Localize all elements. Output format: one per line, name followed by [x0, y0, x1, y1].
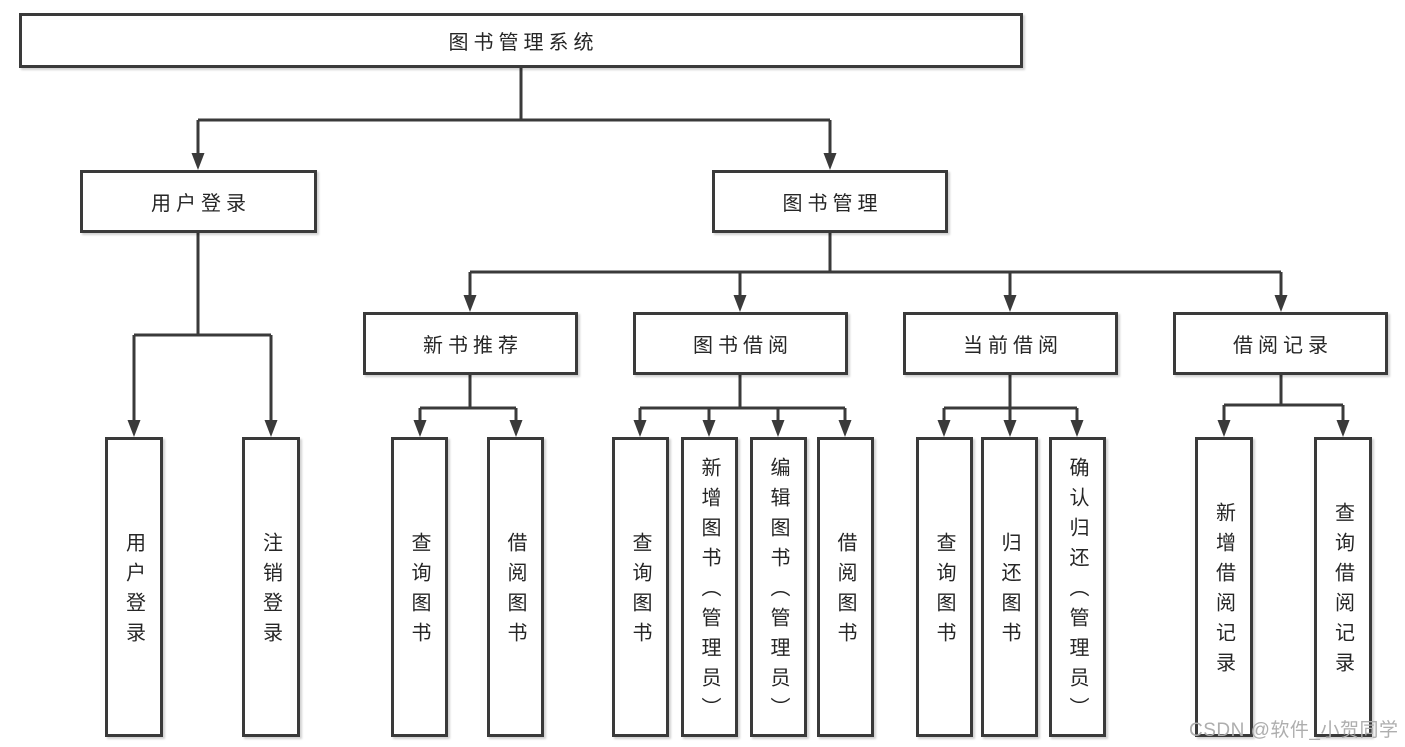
- node-label: 图书借阅: [693, 335, 793, 357]
- leaf-query-books-recommend: 查询图书: [391, 437, 448, 737]
- node-label: 新书推荐: [423, 335, 523, 357]
- arrowhead: [823, 153, 837, 170]
- connector-userlogin-to-leaves: [132, 233, 273, 421]
- arrowhead: [633, 420, 647, 437]
- leaf-borrow-books: 借阅图书: [817, 437, 874, 737]
- connector-borrowing-to-leaves: [638, 375, 847, 421]
- node-new-book-recommend: 新书推荐: [363, 312, 578, 375]
- arrowhead: [702, 420, 716, 437]
- arrowhead: [838, 420, 852, 437]
- leaf-user-login: 用户登录: [105, 437, 163, 737]
- arrowhead: [509, 420, 523, 437]
- connector-lines: [132, 68, 1345, 421]
- arrowhead: [1274, 295, 1288, 312]
- arrowheads: [127, 153, 1350, 437]
- node-label: 图书管理: [782, 193, 883, 215]
- leaf-query-borrow-record: 查询借阅记录: [1314, 437, 1372, 737]
- node-borrowing-records: 借阅记录: [1173, 312, 1388, 375]
- node-label: 图书管理系统: [448, 32, 599, 54]
- arrowhead: [1070, 420, 1084, 437]
- leaf-add-books-admin: 新增图书（管理员）: [681, 437, 738, 737]
- node-label: 编辑图书（管理员）: [767, 457, 789, 727]
- node-label: 注销登录: [259, 532, 282, 652]
- node-book-borrowing: 图书借阅: [633, 312, 848, 375]
- node-label: 新增借阅记录: [1212, 502, 1235, 682]
- leaf-add-borrow-record: 新增借阅记录: [1195, 437, 1253, 737]
- arrowhead: [191, 153, 205, 170]
- node-label: 借阅图书: [834, 532, 856, 652]
- node-book-management: 图书管理: [712, 170, 948, 233]
- leaf-confirm-return-admin: 确认归还（管理员）: [1049, 437, 1106, 737]
- node-label: 借阅记录: [1233, 335, 1333, 357]
- arrowhead: [463, 295, 477, 312]
- node-label: 确认归还（管理员）: [1066, 457, 1088, 727]
- arrowhead: [1336, 420, 1350, 437]
- leaf-query-books-current: 查询图书: [916, 437, 973, 737]
- arrowhead: [264, 420, 278, 437]
- arrowhead: [937, 420, 951, 437]
- csdn-watermark: CSDN @软件_小贺同学: [1189, 720, 1399, 741]
- node-label: 借阅图书: [504, 532, 526, 652]
- arrowhead: [771, 420, 785, 437]
- leaf-borrow-books-recommend: 借阅图书: [487, 437, 544, 737]
- connector-newbook-to-leaves: [418, 375, 518, 421]
- node-label: 查询图书: [408, 532, 430, 652]
- node-label: 查询图书: [629, 532, 651, 652]
- node-label: 查询图书: [933, 532, 955, 652]
- arrowhead: [1003, 295, 1017, 312]
- connector-records-to-leaves: [1222, 375, 1345, 421]
- arrowhead: [733, 295, 747, 312]
- node-label: 归还图书: [998, 532, 1020, 652]
- arrowhead: [1217, 420, 1231, 437]
- arrowhead: [413, 420, 427, 437]
- leaf-edit-books-admin: 编辑图书（管理员）: [750, 437, 807, 737]
- node-library-system: 图书管理系统: [19, 13, 1023, 68]
- connector-current-to-leaves: [942, 375, 1079, 421]
- node-label: 查询借阅记录: [1331, 502, 1354, 682]
- connector-root-to-level2: [196, 68, 832, 154]
- node-label: 用户登录: [151, 193, 251, 215]
- arrowhead: [127, 420, 141, 437]
- leaf-logout: 注销登录: [242, 437, 300, 737]
- connector-bookmgmt-to-level3: [468, 233, 1283, 296]
- node-label: 用户登录: [122, 532, 145, 652]
- node-user-login: 用户登录: [80, 170, 317, 233]
- arrowhead: [1003, 420, 1017, 437]
- node-label: 当前借阅: [963, 335, 1063, 357]
- node-current-borrowing: 当前借阅: [903, 312, 1118, 375]
- leaf-query-books-borrowing: 查询图书: [612, 437, 669, 737]
- node-label: 新增图书（管理员）: [698, 457, 720, 727]
- leaf-return-books: 归还图书: [981, 437, 1038, 737]
